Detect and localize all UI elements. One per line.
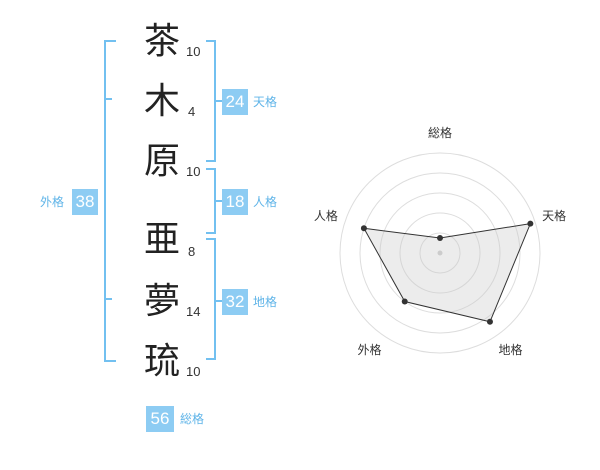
radar-axis-label-2: 天格 xyxy=(542,208,566,223)
name-char-6-strokes: 10 xyxy=(186,364,201,379)
soukaku-label: 総格 xyxy=(180,412,205,426)
tenkaku-value: 24 xyxy=(222,89,248,115)
name-char-1-strokes: 10 xyxy=(186,44,201,59)
radar-point-2 xyxy=(527,220,534,227)
radar-axis-label-3: 地格 xyxy=(499,342,523,357)
jinkaku-value: 18 xyxy=(222,189,248,215)
name-char-3-strokes: 10 xyxy=(186,164,201,179)
name-char-1: 茶 xyxy=(143,21,180,62)
gaikaku-value: 38 xyxy=(72,189,98,215)
gaikaku-tick-2 xyxy=(104,298,112,300)
radar-grid-ring-5 xyxy=(339,152,541,354)
radar-point-5 xyxy=(360,225,367,232)
radar-axis-label-5: 人格 xyxy=(314,208,338,223)
chikaku-value: 32 xyxy=(222,289,248,315)
soukaku-value: 56 xyxy=(146,406,174,432)
radar-point-1 xyxy=(437,235,443,241)
radar-axis-label-4: 外格 xyxy=(357,342,381,357)
radar-grid-ring-3 xyxy=(379,192,501,314)
chikaku-bracket xyxy=(206,238,216,360)
radar-center-dot xyxy=(437,250,443,256)
name-char-2: 木 xyxy=(143,81,180,122)
tenkaku-tick xyxy=(214,100,222,102)
tenkaku-label: 天格 xyxy=(253,95,278,109)
chikaku-label: 地格 xyxy=(253,295,278,309)
gaikaku-tick-1 xyxy=(104,98,112,100)
jinkaku-tick xyxy=(214,200,222,202)
radar-series-polygon xyxy=(362,223,532,323)
name-char-6: 琉 xyxy=(143,341,180,382)
name-char-3: 原 xyxy=(143,141,180,182)
name-char-4: 亜 xyxy=(143,219,180,260)
radar-point-4 xyxy=(401,298,408,305)
gaikaku-bracket xyxy=(104,40,116,362)
name-char-2-strokes: 4 xyxy=(188,104,196,119)
radar-grid-ring-2 xyxy=(399,212,481,294)
gaikaku-label: 外格 xyxy=(40,195,65,209)
radar-axis-label-1: 総格 xyxy=(428,125,452,140)
radar-grid-ring-1 xyxy=(419,232,461,274)
jinkaku-label: 人格 xyxy=(253,195,278,209)
radar-point-3 xyxy=(486,318,493,325)
name-char-5-strokes: 14 xyxy=(186,304,201,319)
radar-grid-ring-4 xyxy=(359,172,521,334)
name-char-4-strokes: 8 xyxy=(188,244,196,259)
name-char-5: 夢 xyxy=(143,281,180,322)
chikaku-tick xyxy=(214,300,222,302)
